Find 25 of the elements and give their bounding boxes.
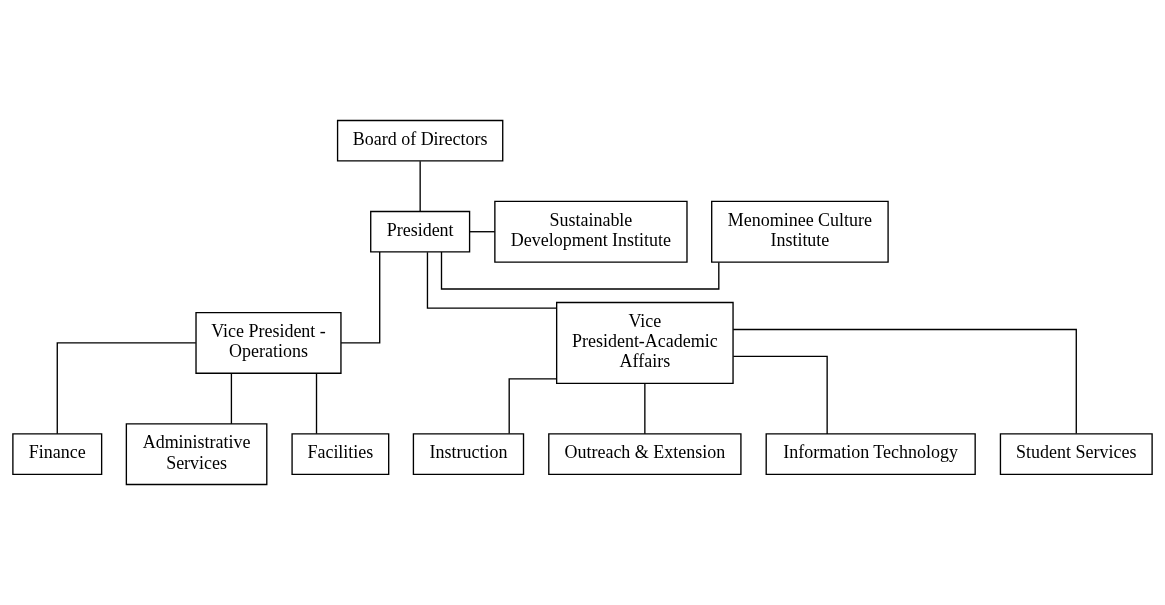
- node-box: Administrative Services: [125, 423, 268, 486]
- connector: [230, 372, 233, 425]
- connector: [732, 355, 828, 435]
- node-box: Vice President - Operations: [195, 311, 342, 374]
- node-box: President: [370, 210, 471, 253]
- node-box: Student Services: [999, 433, 1153, 476]
- node-box: Menominee Culture Institute: [711, 200, 889, 263]
- node-box: Vice President-Academic Affairs: [556, 301, 734, 385]
- connector: [426, 251, 558, 309]
- connector: [508, 378, 558, 435]
- node-box: Facilities: [291, 433, 390, 476]
- connector: [440, 251, 720, 290]
- node-box: Board of Directors: [336, 119, 504, 162]
- connector: [644, 382, 646, 435]
- node-box: Information Technology: [765, 433, 976, 476]
- connector: [419, 160, 421, 213]
- connector: [469, 231, 496, 233]
- connector: [315, 372, 318, 435]
- node-box: Outreach & Extension: [548, 433, 742, 476]
- node-box: Instruction: [412, 433, 525, 476]
- connector: [56, 342, 197, 435]
- node-box: Sustainable Development Institute: [494, 200, 688, 263]
- connector: [732, 328, 1077, 435]
- connector: [340, 251, 381, 344]
- node-box: Finance: [12, 433, 103, 476]
